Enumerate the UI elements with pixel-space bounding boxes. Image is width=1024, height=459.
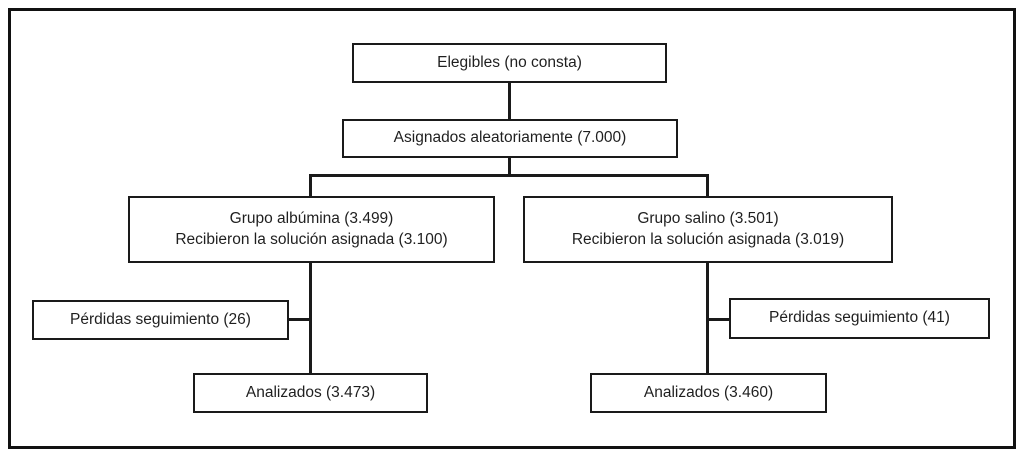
connector-albumin-lost-branch: [288, 318, 310, 321]
saline-lost-box: Pérdidas seguimiento (41): [729, 298, 990, 339]
connector-saline-to-analyzed: [706, 263, 709, 373]
eligible-label: Elegibles (no consta): [437, 53, 582, 71]
saline-group-line1: Grupo salino (3.501): [637, 209, 779, 227]
connector-randomized-to-split: [508, 157, 511, 176]
connector-albumin-to-analyzed: [309, 263, 312, 373]
saline-group-box: Grupo salino (3.501) Recibieron la soluc…: [523, 196, 893, 263]
albumin-analyzed-box: Analizados (3.473): [193, 373, 428, 413]
connector-split-horizontal: [309, 174, 709, 177]
albumin-lost-box: Pérdidas seguimiento (26): [32, 300, 289, 340]
connector-split-to-albumin-group: [309, 174, 312, 196]
saline-analyzed-box: Analizados (3.460): [590, 373, 827, 413]
saline-group-line2: Recibieron la solución asignada (3.019): [571, 230, 845, 248]
saline-lost-label: Pérdidas seguimiento (41): [769, 309, 950, 327]
albumin-group-line2: Recibieron la solución asignada (3.100): [175, 230, 448, 248]
albumin-group-box: Grupo albúmina (3.499) Recibieron la sol…: [128, 196, 495, 263]
albumin-lost-label: Pérdidas seguimiento (26): [70, 310, 251, 328]
albumin-analyzed-label: Analizados (3.473): [245, 383, 376, 401]
randomized-label: Asignados aleatoriamente (7.000): [393, 129, 627, 147]
albumin-group-line1: Grupo albúmina (3.499): [229, 209, 394, 227]
eligible-box: Elegibles (no consta): [352, 43, 667, 83]
connector-saline-lost-branch: [708, 318, 730, 321]
saline-analyzed-label: Analizados (3.460): [643, 383, 774, 401]
randomized-box: Asignados aleatoriamente (7.000): [342, 119, 678, 158]
connector-split-to-saline-group: [706, 174, 709, 196]
connector-eligible-to-randomized: [508, 83, 511, 119]
